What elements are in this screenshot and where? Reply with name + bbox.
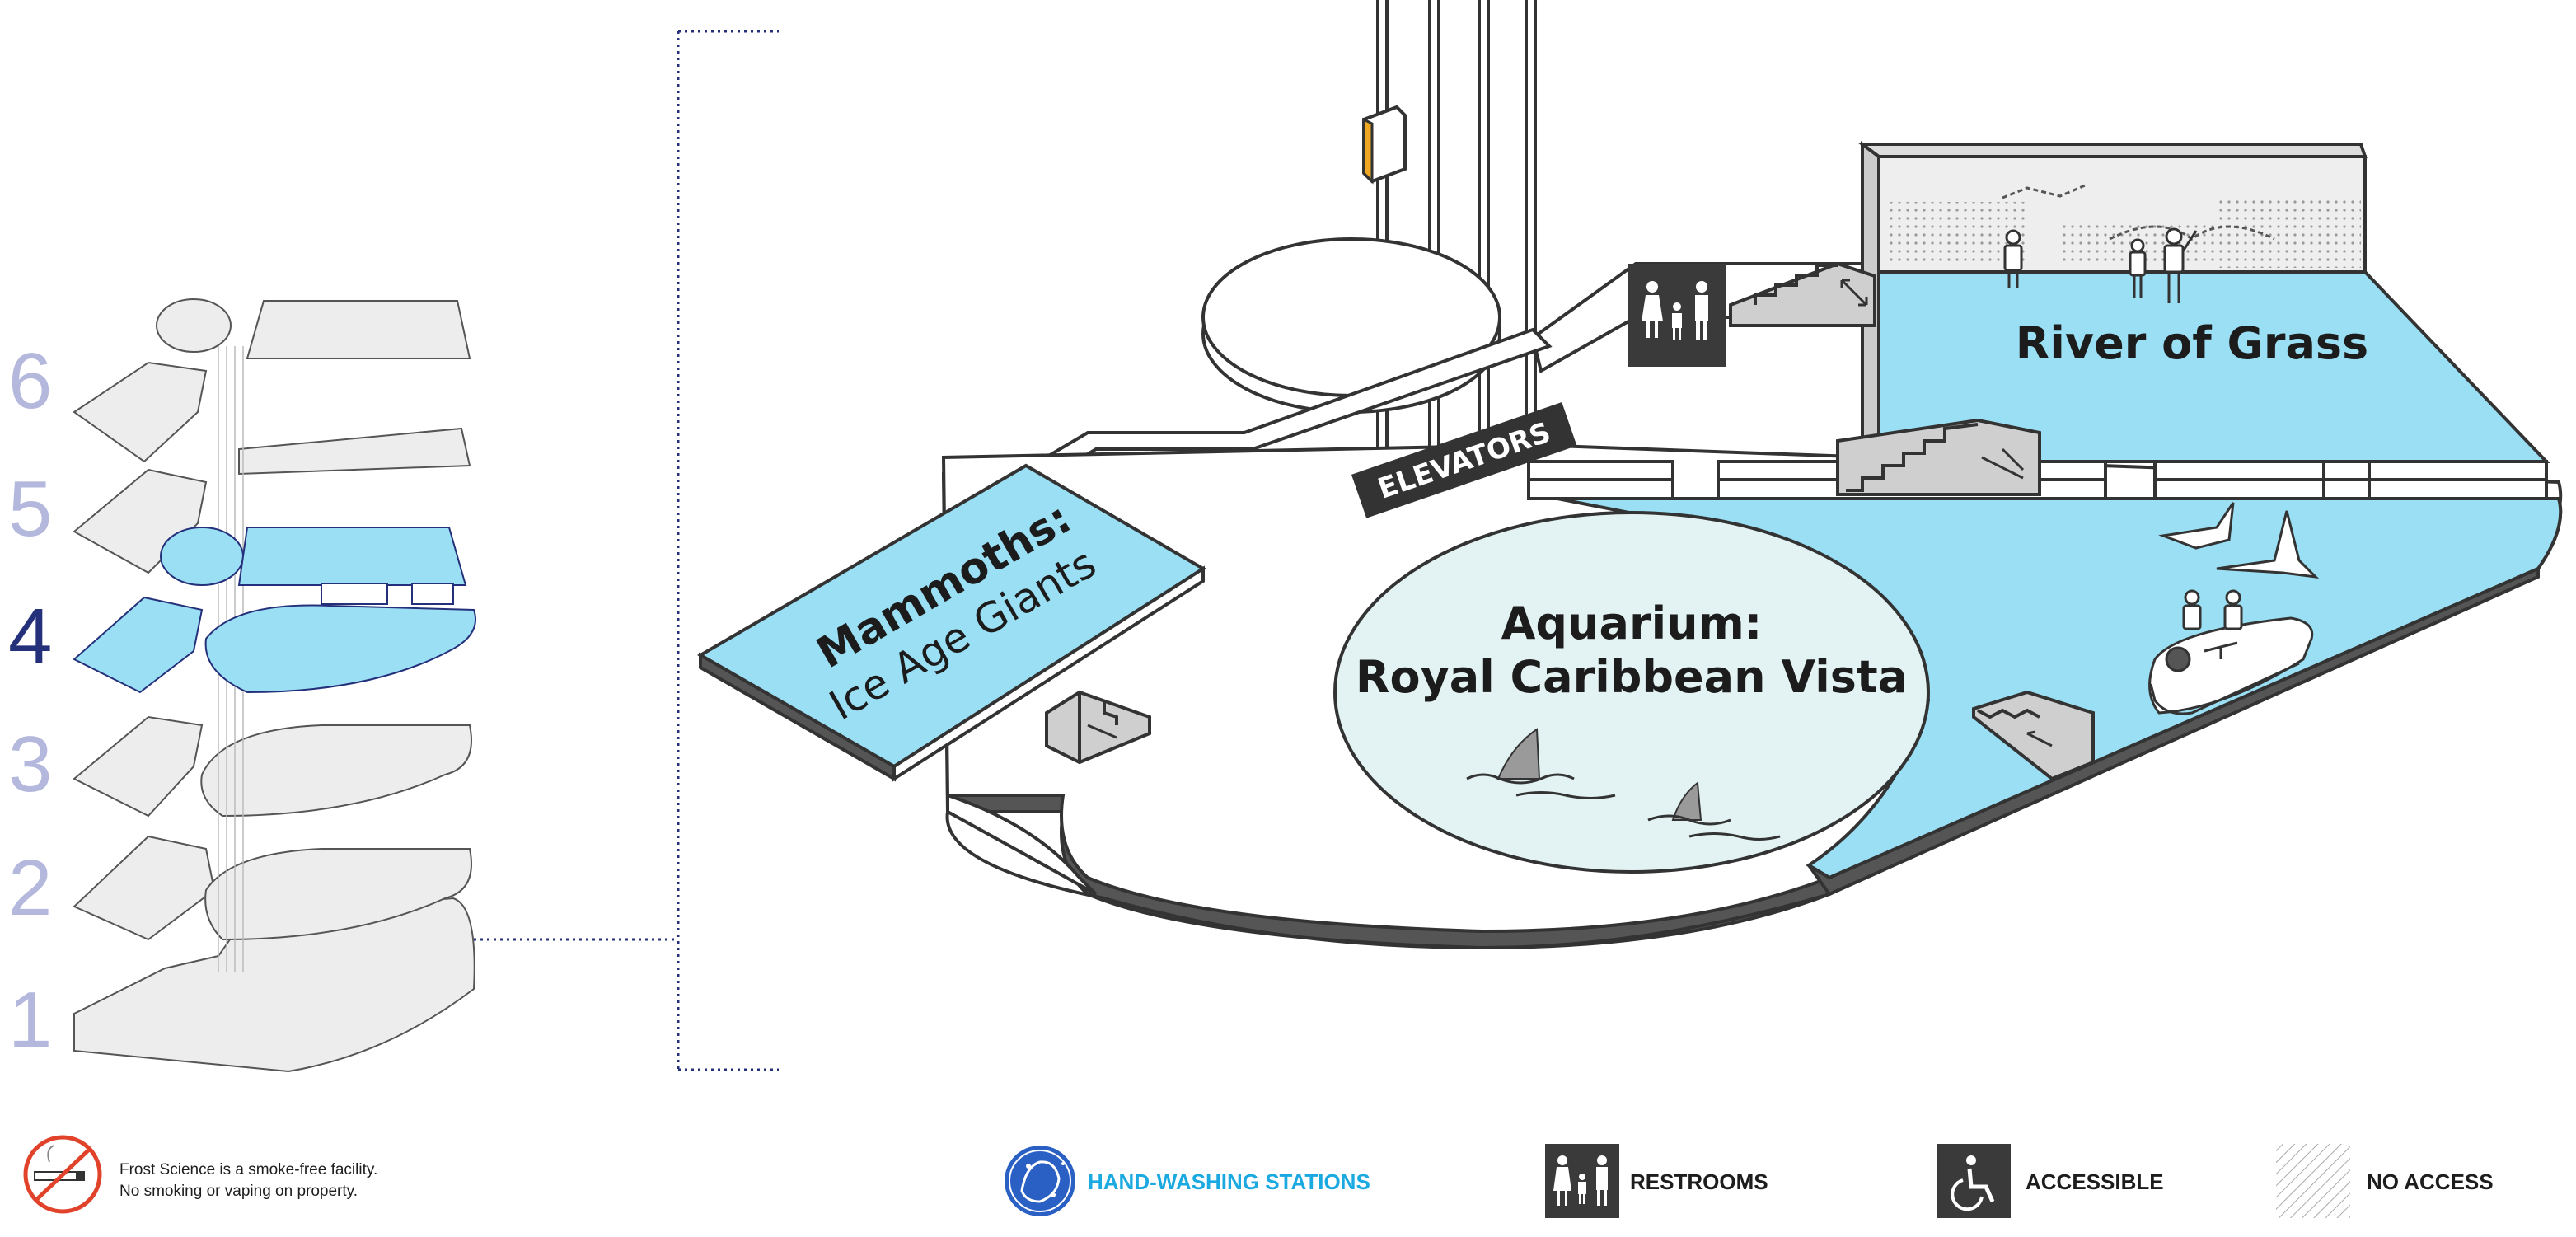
accessible-label: ACCESSIBLE: [2026, 1169, 2164, 1194]
accessible-legend: ACCESSIBLE: [1937, 1144, 2164, 1218]
floor-plate-2b[interactable]: [204, 848, 472, 941]
svg-text:4: 4: [8, 593, 52, 681]
floor-plate-2[interactable]: [73, 835, 216, 941]
bird-icon: [2158, 502, 2320, 579]
svg-text:3: 3: [8, 720, 52, 808]
shark-fin-icon: [1466, 728, 1781, 841]
svg-text:1: 1: [8, 976, 52, 1064]
floor-plate-3b[interactable]: [200, 724, 472, 818]
no-access-label: NO ACCESS: [2367, 1169, 2494, 1194]
inner-walkway: [945, 811, 1830, 950]
restrooms-legend: RESTROOMS: [1545, 1144, 1768, 1218]
floor-plate-1[interactable]: [73, 897, 475, 1073]
staircase-left: [1045, 690, 1151, 765]
hand-washing-icon: [1005, 1146, 1075, 1216]
svg-text:2: 2: [8, 844, 52, 932]
aquarium-title: Aquarium:: [1501, 597, 1763, 649]
staircase-icon: [1729, 261, 1876, 327]
floor-plate-3[interactable]: [73, 715, 204, 818]
hand-washing-legend: HAND-WASHING STATIONS: [1005, 1146, 1370, 1216]
floor-number-1[interactable]: 1: [8, 976, 52, 1064]
staircase-center: [1836, 418, 2041, 496]
airboat-icon: [2148, 589, 2314, 715]
restrooms-label: RESTROOMS: [1630, 1169, 1768, 1194]
floor-plate-5b[interactable]: [238, 427, 471, 476]
hand-washing-label: HAND-WASHING STATIONS: [1088, 1169, 1370, 1194]
elevator-call-panel: [1362, 105, 1407, 185]
restrooms-icon: [1545, 1144, 1619, 1218]
river-of-grass-exhibit[interactable]: River of Grass: [1857, 141, 2550, 465]
no-access-legend: NO ACCESS: [2276, 1144, 2494, 1218]
footer: Frost Science is a smoke-free facility. …: [23, 1135, 2494, 1218]
staircase-right: [1972, 690, 2095, 781]
main-floor-map: River of Grass: [697, 0, 2563, 950]
floor-plate-6b[interactable]: [246, 300, 471, 359]
aquarium-subtitle: Royal Caribbean Vista: [1356, 651, 1908, 703]
floor-selector: 6 5 4 3 2 1: [8, 298, 476, 1073]
floor-plate-4-active[interactable]: [73, 527, 476, 694]
restrooms-sign-map[interactable]: [1628, 264, 1726, 367]
floor-number-4[interactable]: 4: [8, 593, 52, 681]
svg-text:6: 6: [8, 337, 52, 425]
accessible-icon: [1937, 1144, 2011, 1218]
floor-number-6[interactable]: 6: [8, 337, 52, 425]
visitor-figures: [2003, 227, 2198, 303]
no-access-icon: [2276, 1144, 2350, 1218]
circular-platform: [1201, 237, 1501, 414]
floor-number-5[interactable]: 5: [8, 465, 52, 553]
aquarium-exhibit[interactable]: Aquarium: Royal Caribbean Vista: [1333, 511, 1930, 874]
floor-connector-bracket: [474, 30, 779, 1071]
no-smoking-icon: [23, 1135, 102, 1214]
smoke-free-line2: No smoking or vaping on property.: [119, 1183, 358, 1200]
river-of-grass-label: River of Grass: [2016, 317, 2368, 369]
floor-plate-6-round[interactable]: [156, 298, 232, 353]
smoke-free-line1: Frost Science is a smoke-free facility.: [119, 1161, 377, 1178]
floor-plate-6[interactable]: [73, 361, 208, 463]
floor-number-3[interactable]: 3: [8, 720, 52, 808]
floor-stack: [73, 298, 476, 1073]
svg-text:5: 5: [8, 465, 52, 553]
floor-number-2[interactable]: 2: [8, 844, 52, 932]
mammoths-exhibit[interactable]: Mammoths: Ice Age Giants: [697, 463, 1206, 782]
